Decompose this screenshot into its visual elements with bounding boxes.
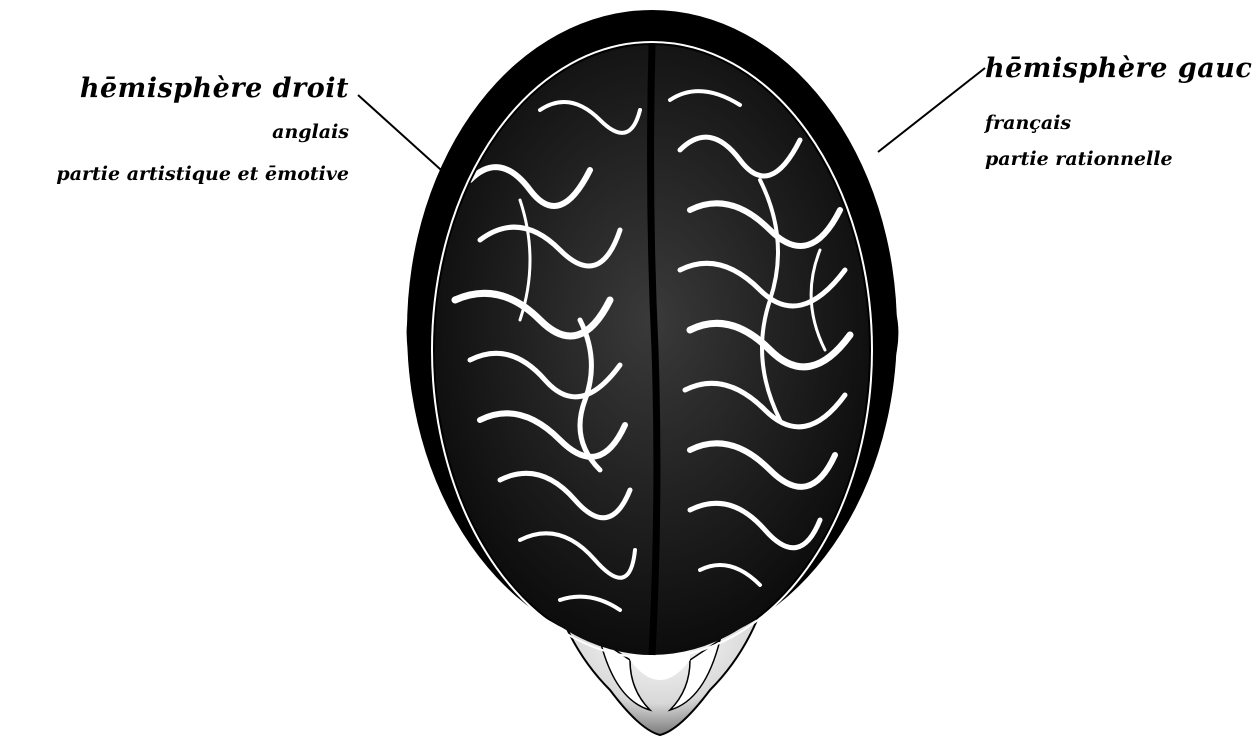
left-hemisphere-description: partie rationnelle — [985, 150, 1173, 169]
right-hemisphere-title: hēmisphère droit — [80, 75, 349, 102]
right-hemisphere-leader — [358, 95, 450, 178]
left-hemisphere-title: hēmisphère gauche — [985, 55, 1253, 82]
right-hemisphere-language: anglais — [272, 123, 349, 142]
left-hemisphere-language: français — [985, 114, 1071, 133]
left-hemisphere-leader — [878, 68, 985, 152]
right-hemisphere-description: partie artistique et ēmotive — [56, 165, 349, 184]
